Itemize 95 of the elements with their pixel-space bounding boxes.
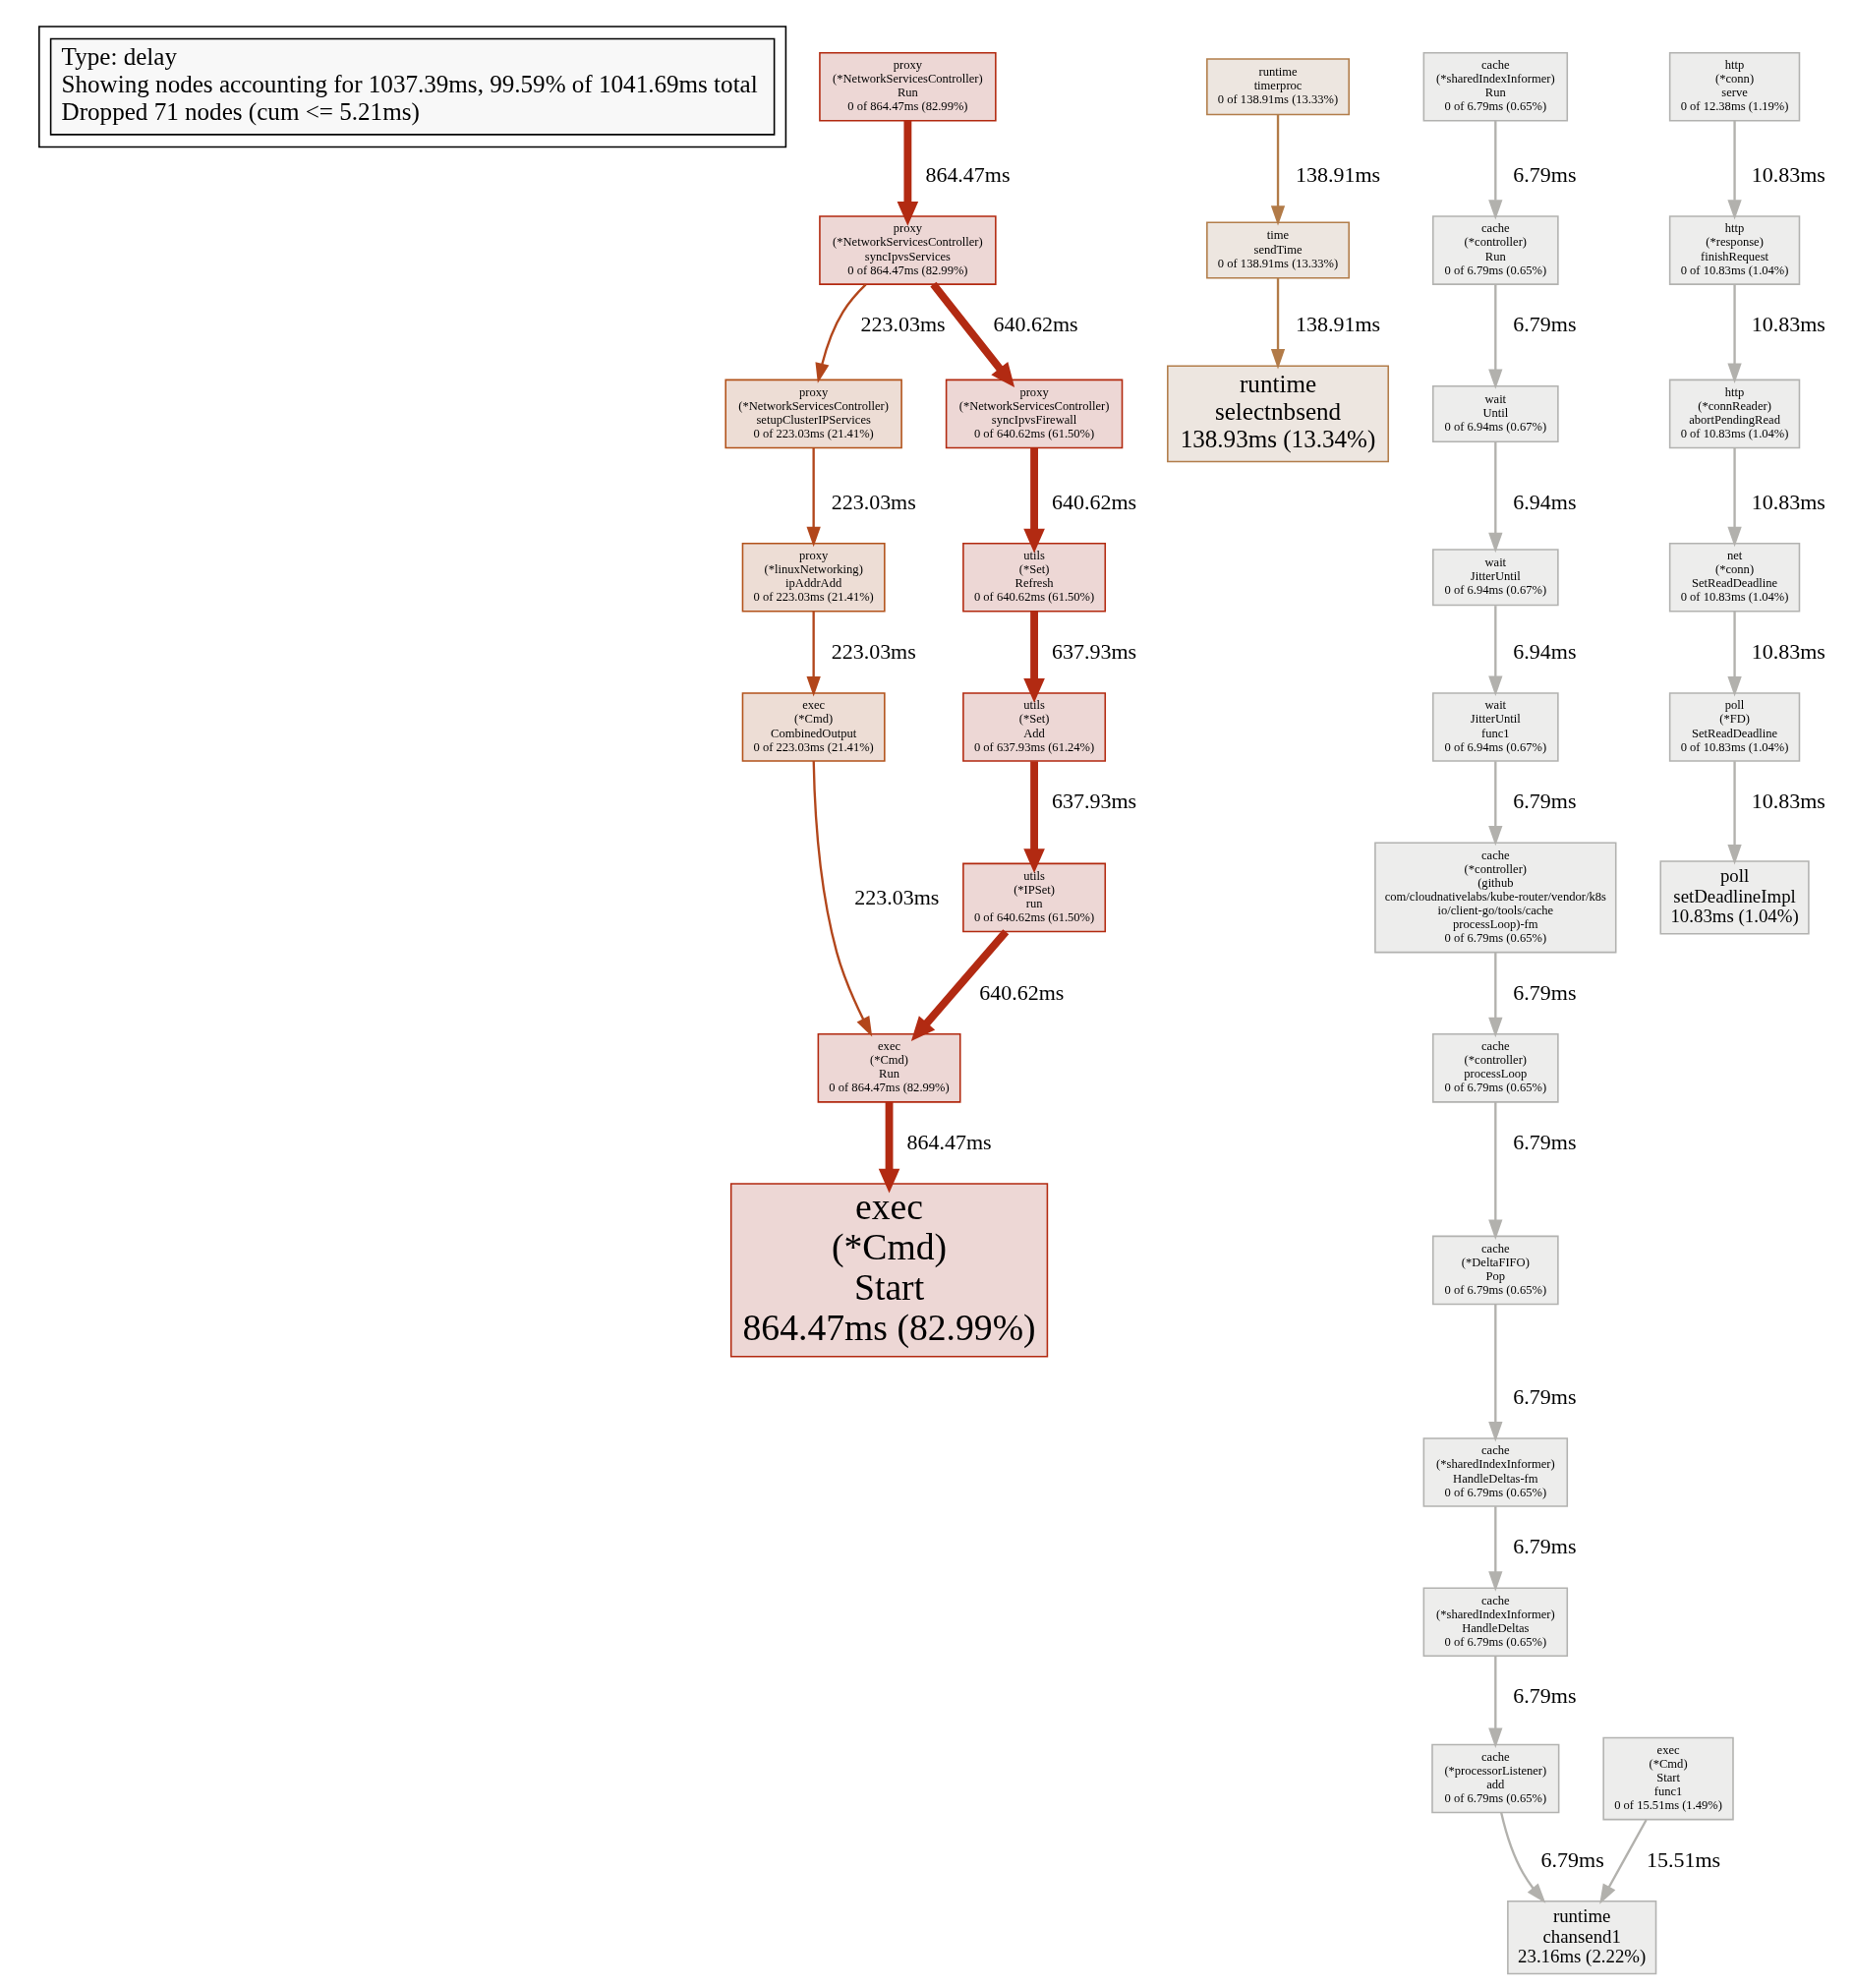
edge-label: 10.83ms — [1751, 312, 1825, 337]
arrow — [1488, 441, 1503, 554]
node-box: cache (*controller) processLoop 0 of 6.79ms (0.65%) — [1431, 1033, 1559, 1103]
edge-label: 15.51ms — [1647, 1846, 1721, 1872]
node-box: exec (*Cmd) Run 0 of 864.47ms (82.99%) — [817, 1033, 961, 1103]
edge-label: 637.93ms — [1052, 789, 1137, 814]
node-box: cache (*sharedIndexInformer) HandleDeltas 0 of 6.79ms (0.65%) — [1422, 1587, 1569, 1658]
edge-label: 864.47ms — [925, 162, 1011, 188]
arrow — [812, 761, 873, 1037]
arrow — [1727, 284, 1742, 383]
arrow — [1488, 1656, 1503, 1748]
edge-label: 6.79ms — [1513, 1683, 1577, 1709]
node-box: exec (*Cmd) Start 864.47ms (82.99%) — [729, 1183, 1049, 1358]
arrow — [806, 447, 821, 548]
node-box: utils (*Set) Add 0 of 637.93ms (61.24%) — [962, 692, 1107, 762]
arrow — [1270, 278, 1286, 370]
arrow — [897, 120, 919, 226]
arrow — [930, 281, 1015, 388]
edge-label: 138.91ms — [1296, 312, 1381, 337]
edge-label: 6.79ms — [1513, 162, 1577, 188]
node-box: cache (*controller) (github com/cloudnativelabs/kube-router/vendor/k8s io/client-go/tools/cache processLoop)-fm 0 of 6.79ms (0.65%) — [1374, 842, 1617, 954]
cluster — [38, 26, 787, 148]
node-box: cache (*sharedIndexInformer) HandleDeltas-fm 0 of 6.79ms (0.65%) — [1422, 1437, 1569, 1507]
node-box: proxy (*NetworkServicesController) setupClusterIPServices 0 of 223.03ms (21.41%) — [724, 379, 902, 449]
edge-label: 864.47ms — [906, 1130, 992, 1155]
node-box: runtime selectnbsend 138.93ms (13.34%) — [1167, 365, 1390, 463]
edge-label: 223.03ms — [854, 884, 940, 909]
edge-label: 138.91ms — [1296, 162, 1381, 188]
arrow — [1488, 120, 1503, 220]
edge-label: 10.83ms — [1751, 638, 1825, 664]
arrow — [1488, 952, 1503, 1038]
arrow — [1727, 611, 1742, 697]
node-box: proxy (*NetworkServicesController) syncIpvsFirewall 0 of 640.62ms (61.50%) — [945, 379, 1124, 449]
edge-label: 640.62ms — [979, 979, 1065, 1005]
arrow — [1488, 1304, 1503, 1442]
edge-label: 6.79ms — [1513, 312, 1577, 337]
arrow — [1488, 1506, 1503, 1592]
edge-label: 6.79ms — [1513, 789, 1577, 814]
node-box: Type: delay Showing nodes accounting for 1037.39ms, 99.59% of 1041.69ms total Dropped 71 nodes (cum <= 5.21ms) — [49, 37, 776, 136]
arrow — [1023, 611, 1045, 703]
arrow — [1500, 1812, 1546, 1903]
arrow — [1023, 761, 1045, 873]
edge-label: 10.83ms — [1751, 789, 1825, 814]
edge-label: 6.94ms — [1513, 638, 1577, 664]
arrow — [806, 611, 821, 697]
node-box: wait JitterUntil func1 0 of 6.94ms (0.67%) — [1431, 692, 1559, 762]
node-box: exec (*Cmd) CombinedOutput 0 of 223.03ms (21.41%) — [741, 692, 886, 762]
edge-label: 223.03ms — [831, 489, 916, 514]
node-box: http (*response) finishRequest 0 of 10.83ms (1.04%) — [1668, 215, 1801, 285]
arrow — [1488, 1101, 1503, 1240]
arrow — [878, 1101, 900, 1194]
edge-label: 6.94ms — [1513, 489, 1577, 514]
arrow — [1023, 447, 1045, 554]
node-box: cache (*controller) Run 0 of 6.79ms (0.65%) — [1431, 215, 1559, 285]
edge-label: 6.79ms — [1513, 1383, 1577, 1409]
node-box: http (*conn) serve 0 of 12.38ms (1.19%) — [1668, 51, 1801, 122]
arrow — [1727, 761, 1742, 865]
arrow — [1488, 761, 1503, 847]
node-box: poll (*FD) SetReadDeadline 0 of 10.83ms (1.04%) — [1668, 692, 1801, 762]
node-box: utils (*Set) Refresh 0 of 640.62ms (61.50%) — [962, 542, 1107, 613]
node-box: cache (*processorListener) add 0 of 6.79ms (0.65%) — [1431, 1743, 1560, 1814]
edge-label: 6.79ms — [1513, 1534, 1577, 1559]
node-box: wait JitterUntil 0 of 6.94ms (0.67%) — [1431, 549, 1559, 607]
node-box: time sendTime 0 of 138.91ms (13.33%) — [1206, 221, 1350, 279]
arrow — [910, 929, 1010, 1042]
node-box: proxy (*linuxNetworking) ipAddrAdd 0 of 223.03ms (21.41%) — [741, 542, 886, 613]
node-box: runtime timerproc 0 of 138.91ms (13.33%) — [1206, 58, 1350, 116]
node-box: runtime chansend1 23.16ms (2.22%) — [1507, 1900, 1657, 1975]
node-box: proxy (*NetworkServicesController) Run 0 of 864.47ms (82.99%) — [819, 51, 997, 122]
edge-label: 223.03ms — [860, 312, 946, 337]
edge-label: 640.62ms — [1052, 489, 1137, 514]
arrow — [815, 283, 867, 383]
edge-label: 6.79ms — [1540, 1846, 1604, 1872]
arrow — [1727, 447, 1742, 548]
node-box: poll setDeadlineImpl 10.83ms (1.04%) — [1659, 860, 1810, 935]
node-box: utils (*IPSet) run 0 of 640.62ms (61.50%) — [962, 862, 1107, 933]
node-box: wait Until 0 of 6.94ms (0.67%) — [1431, 384, 1559, 442]
arrow — [1488, 284, 1503, 389]
edge-label: 10.83ms — [1751, 162, 1825, 188]
edge-label: 637.93ms — [1052, 638, 1137, 664]
arrow — [1599, 1819, 1648, 1904]
node-box: http (*connReader) abortPendingRead 0 of 10.83ms (1.04%) — [1668, 379, 1801, 449]
node-box: net (*conn) SetReadDeadline 0 of 10.83ms (1.04%) — [1668, 542, 1801, 613]
edge-label: 640.62ms — [993, 312, 1078, 337]
edge-label: 6.79ms — [1513, 1130, 1577, 1155]
arrow — [1488, 606, 1503, 697]
node-box: exec (*Cmd) Start func1 0 of 15.51ms (1.49%) — [1602, 1736, 1734, 1821]
node-box: proxy (*NetworkServicesController) syncIpvsServices 0 of 864.47ms (82.99%) — [819, 215, 997, 285]
edge-label: 6.79ms — [1513, 979, 1577, 1005]
arrow — [1727, 120, 1742, 220]
node-box: cache (*sharedIndexInformer) Run 0 of 6.79ms (0.65%) — [1422, 51, 1569, 122]
arrow — [1270, 114, 1286, 226]
node-box: cache (*DeltaFIFO) Pop 0 of 6.79ms (0.65%) — [1431, 1235, 1559, 1306]
edge-label: 223.03ms — [831, 638, 916, 664]
edge-label: 10.83ms — [1751, 489, 1825, 514]
